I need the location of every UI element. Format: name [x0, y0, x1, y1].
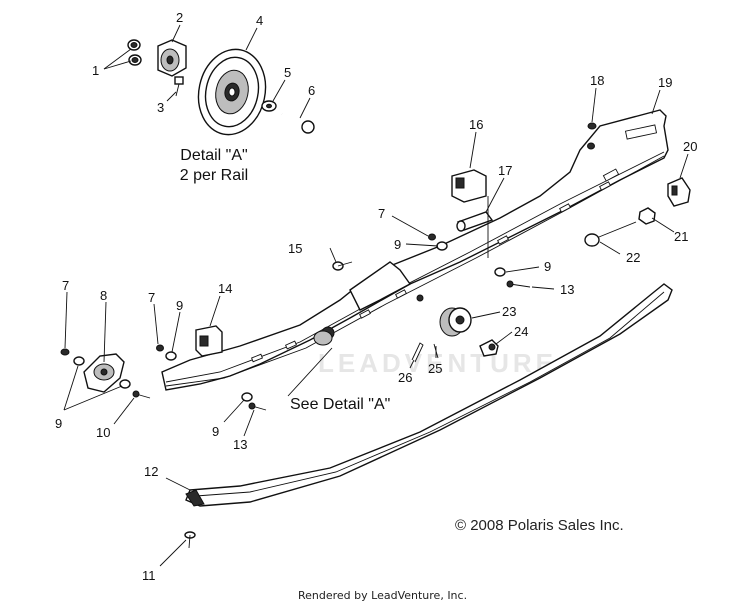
part-stop-block	[195, 325, 223, 357]
part-washer	[261, 100, 277, 112]
part-screw	[587, 122, 597, 150]
callout-9-mid: 9	[176, 298, 183, 313]
part-bushing	[456, 211, 494, 232]
part-mount-bolt	[332, 261, 353, 271]
part-slide-screw	[184, 531, 196, 549]
part-nut	[638, 207, 656, 225]
part-lower-bolt	[248, 402, 267, 411]
watermark: LEADVENTURE	[318, 348, 557, 378]
part-idler-assembly	[439, 307, 472, 337]
part-small-bolt	[174, 76, 184, 97]
callout-4: 4	[256, 13, 263, 28]
rendered-by-credit: Rendered by LeadVenture, Inc.	[298, 589, 467, 602]
callout-11: 11	[142, 568, 156, 583]
callout-16: 16	[469, 117, 483, 132]
copyright-notice: © 2008 Polaris Sales Inc.	[455, 517, 624, 534]
callout-15: 15	[288, 241, 302, 256]
callout-7-upper: 7	[378, 206, 385, 221]
callout-9-right: 9	[544, 259, 551, 274]
see-detail-label: See Detail "A"	[290, 396, 390, 413]
part-front-bumper	[83, 353, 125, 393]
part-bumper-block	[451, 169, 487, 203]
callout-12: 12	[144, 464, 158, 479]
detail-title: Detail "A"	[180, 147, 247, 164]
part-long-bolt	[281, 112, 315, 134]
callout-14: 14	[218, 281, 232, 296]
part-idler-bracket	[157, 39, 187, 77]
part-nut-washer-left	[60, 344, 253, 402]
callout-18: 18	[590, 73, 604, 88]
part-pin	[479, 339, 499, 357]
callout-2: 2	[176, 10, 183, 25]
part-wear-strip	[185, 283, 673, 507]
part-front-bolt	[132, 390, 151, 399]
callout-3: 3	[157, 100, 164, 115]
part-cotter-pin	[411, 342, 424, 363]
callout-5: 5	[284, 65, 291, 80]
callout-13-lower: 13	[233, 437, 247, 452]
callout-1: 1	[92, 63, 99, 78]
callout-13-right: 13	[560, 282, 574, 297]
callout-23: 23	[502, 304, 516, 319]
part-end-clip	[667, 177, 691, 207]
part-washer-13-pair	[494, 267, 531, 288]
slide-rail	[161, 109, 669, 391]
callout-9-lower: 9	[212, 424, 219, 439]
part-nut-washer-pair	[127, 39, 142, 66]
callout-21: 21	[674, 229, 688, 244]
part-axle-bolt	[584, 221, 637, 247]
callout-26: 26	[398, 370, 412, 385]
callout-6: 6	[308, 83, 315, 98]
callout-7-mid: 7	[148, 290, 155, 305]
rail-slots	[251, 124, 658, 363]
callout-25: 25	[428, 361, 442, 376]
callout-22: 22	[626, 250, 640, 265]
callout-24: 24	[514, 324, 528, 339]
callout-17: 17	[498, 163, 512, 178]
callout-8: 8	[100, 288, 107, 303]
callout-7-left: 7	[62, 278, 69, 293]
part-nut-washer-upper	[428, 233, 448, 251]
callout-20: 20	[683, 139, 697, 154]
part-idler-wheel	[197, 48, 267, 136]
callout-19: 19	[658, 75, 672, 90]
leader-lines	[63, 24, 689, 567]
callout-9-upper: 9	[394, 237, 401, 252]
callout-labels: 1 2 3 4 5 6 18 19 20 16 17 21 22 7 9 15 …	[55, 10, 697, 583]
callout-10: 10	[96, 425, 110, 440]
callout-9-left: 9	[55, 416, 62, 431]
detail-subtitle: 2 per Rail	[180, 167, 248, 184]
